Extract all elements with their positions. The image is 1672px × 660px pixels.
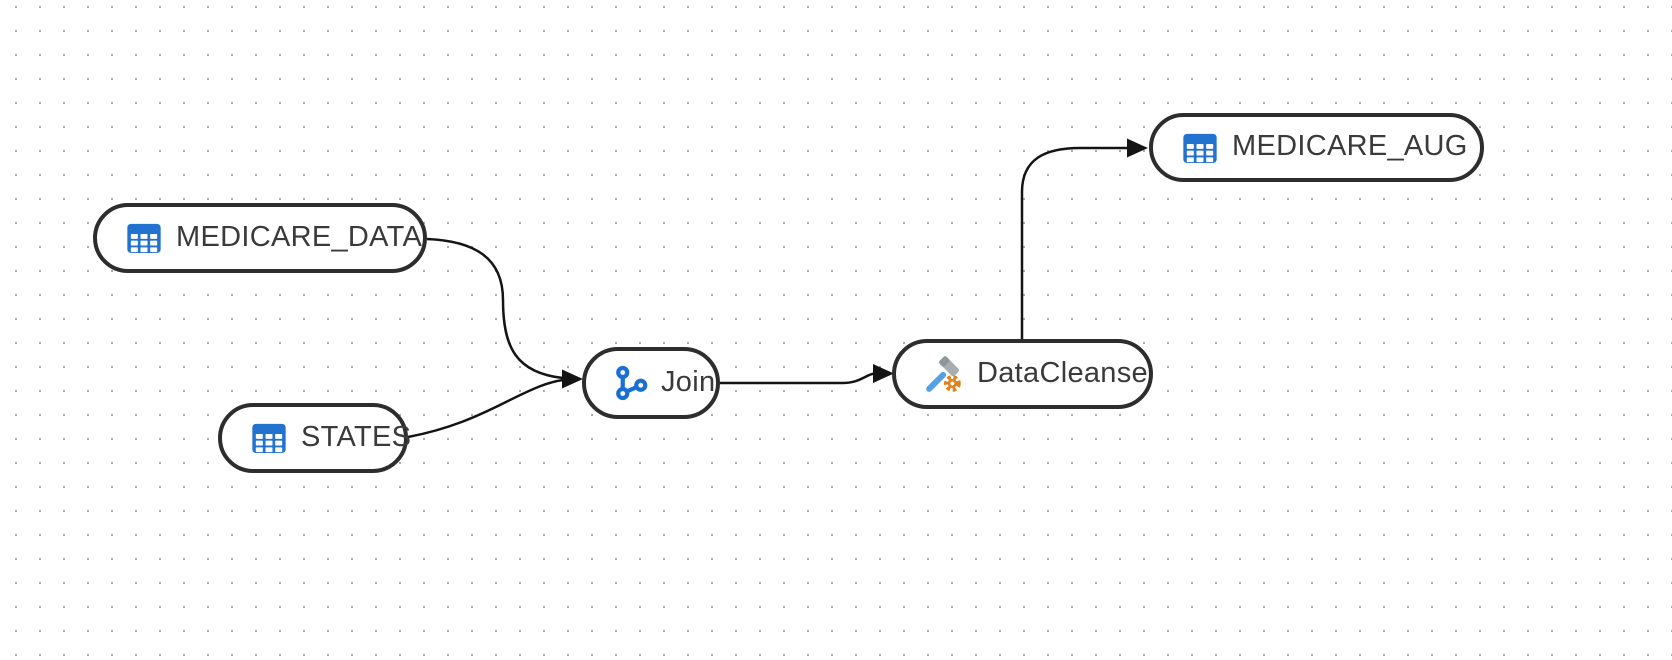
arrowhead-medicare-aug-input [1127,138,1148,158]
node-label: MEDICARE_DATA [176,220,423,253]
table-icon [252,423,286,453]
edge-states-to-join[interactable] [407,378,564,439]
edge-datacleanse-to-medicare-aug[interactable] [1020,146,1129,339]
node-medicare-aug[interactable]: MEDICARE_AUG [1149,113,1484,182]
arrowhead-join-input [562,369,583,389]
edge-medicare-data-to-join[interactable] [426,237,564,380]
node-label: Join [661,365,716,398]
node-states[interactable]: STATES [218,403,412,473]
hammer-gear-icon [926,356,961,392]
table-icon [1183,133,1217,163]
arrowhead-datacleanse-input [873,364,894,383]
node-medicare-data[interactable]: MEDICARE_DATA [93,203,427,273]
node-label: DataCleanse [977,356,1148,389]
edge-join-to-datacleanse[interactable] [720,372,876,385]
node-label: MEDICARE_AUG [1232,130,1468,162]
table-icon [127,223,161,253]
node-label: STATES [301,420,412,453]
join-icon [616,365,648,401]
node-join[interactable]: Join [582,347,720,419]
node-datacleanse[interactable]: DataCleanse [892,339,1153,409]
